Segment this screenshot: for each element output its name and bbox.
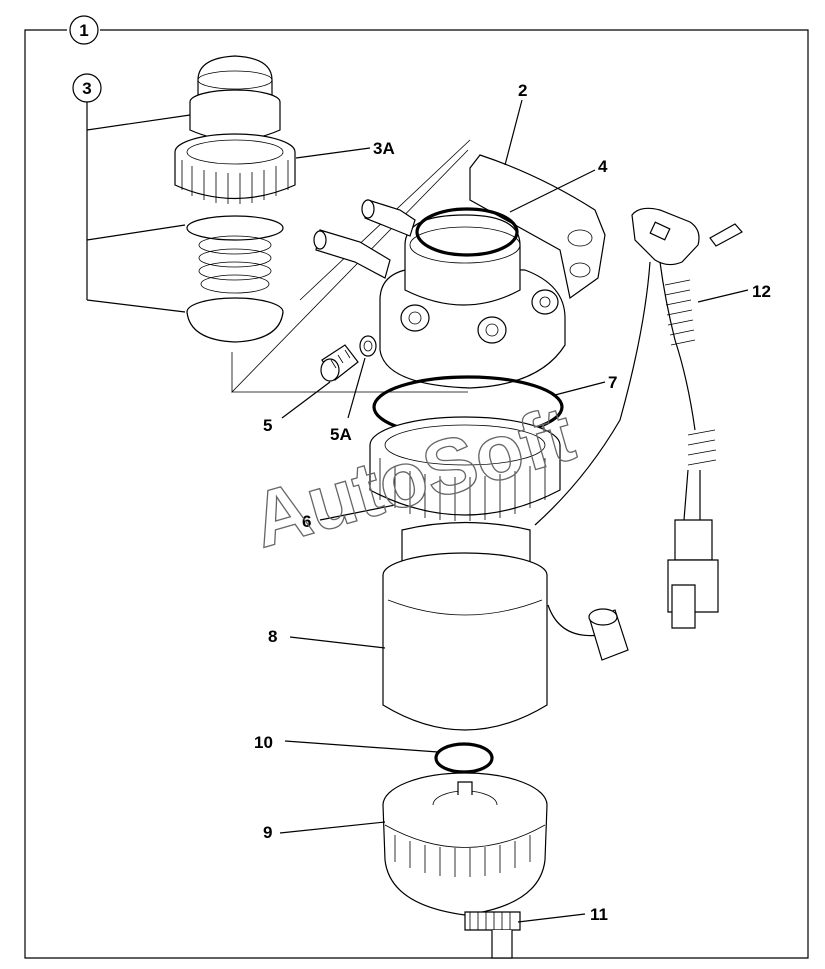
hose-connectors (313, 199, 416, 279)
callout-5: 5 (263, 381, 331, 435)
callout-2: 2 (504, 81, 527, 166)
callout-11: 11 (517, 905, 608, 924)
bleed-screw-5 (320, 344, 359, 382)
callout-8-label: 8 (268, 627, 277, 646)
primer-pump-assembly (189, 55, 281, 141)
filter-head (379, 154, 606, 389)
callout-9: 9 (263, 821, 386, 842)
pump-spring (186, 215, 284, 343)
callout-1-label: 1 (79, 21, 88, 40)
callout-4-label: 4 (598, 157, 608, 176)
callout-6: 6 (302, 504, 396, 531)
callout-7-label: 7 (608, 373, 617, 392)
callout-3a: 3A (295, 139, 395, 159)
callout-7: 7 (554, 373, 617, 396)
callout-4: 4 (509, 157, 608, 213)
callout-2-label: 2 (518, 81, 527, 100)
callout-12: 12 (697, 282, 771, 303)
filter-cartridge-8 (382, 521, 548, 731)
callout-10: 10 (254, 733, 439, 753)
retaining-ring-6 (369, 416, 561, 521)
water-sensor-harness-12 (534, 207, 743, 629)
callout-1: 1 (69, 15, 99, 45)
callout-6-label: 6 (302, 512, 311, 531)
callout-8: 8 (268, 627, 386, 649)
diagram-frame (24, 29, 809, 959)
callout-3a-label: 3A (373, 139, 395, 158)
water-bowl-9 (382, 772, 548, 916)
washer-5a (359, 335, 377, 357)
callout-5a-label: 5A (330, 425, 352, 444)
callout-12-label: 12 (752, 282, 771, 301)
callout-10-label: 10 (254, 733, 273, 752)
callout-5-label: 5 (263, 416, 272, 435)
drain-plug-11 (464, 911, 521, 959)
sensor-connector (547, 604, 629, 661)
callout-9-label: 9 (263, 823, 272, 842)
callout-3: 3 (72, 73, 191, 313)
o-ring-10 (434, 742, 494, 774)
o-ring-4 (415, 207, 519, 257)
callout-3-label: 3 (82, 79, 91, 98)
threaded-ring-3a (174, 133, 296, 204)
callout-5a: 5A (330, 357, 366, 444)
callout-11-label: 11 (590, 905, 608, 924)
